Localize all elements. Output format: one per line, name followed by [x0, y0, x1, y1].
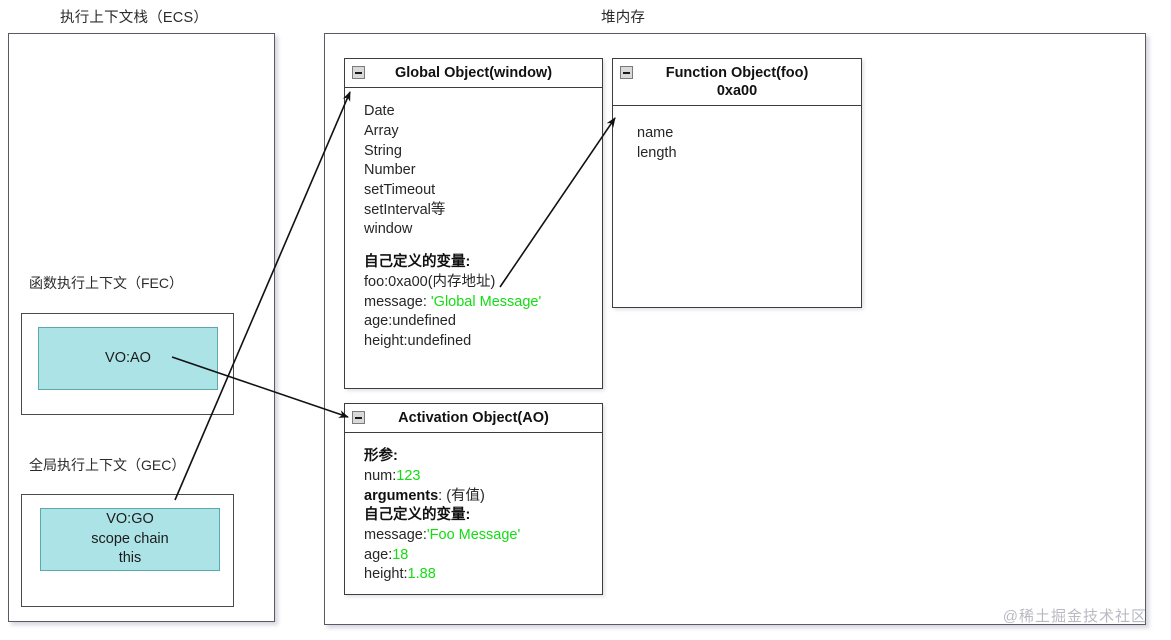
- ao-custom-var-row: age:18: [364, 546, 602, 566]
- global-custom-var-key: height:undefined: [364, 333, 472, 350]
- global-custom-var-row: foo:0xa00(内存地址): [364, 273, 602, 293]
- global-custom-vars-heading: 自己定义的变量:: [364, 254, 471, 271]
- ao-custom-var-row: message:'Foo Message': [364, 526, 602, 546]
- ao-custom-var-value: 1.88: [407, 566, 436, 583]
- global-object-box: Global Object(window) Date Array String …: [344, 58, 603, 389]
- ao-arguments-row: arguments: (有值): [364, 487, 602, 507]
- ao-params-heading: 形参:: [364, 448, 398, 465]
- ao-custom-var-value: 'Foo Message': [426, 527, 521, 543]
- global-object-body: Date Array String Number setTimeout setI…: [345, 88, 602, 352]
- global-custom-var-key: message:: [364, 293, 431, 310]
- function-object-box: Function Object(foo) 0xa00 name length: [612, 58, 862, 308]
- vo-ao-label: VO:AO: [105, 349, 151, 366]
- global-custom-var-key: foo:0xa00(内存地址): [364, 273, 496, 290]
- ao-custom-var-key: age:: [364, 546, 393, 563]
- watermark: @稀土掘金技术社区: [1002, 608, 1147, 625]
- global-builtin-item: window: [364, 221, 413, 238]
- ao-custom-var-key: message:: [364, 527, 427, 543]
- vo-go-label: VO:GO: [106, 511, 154, 528]
- minus-box-icon[interactable]: [620, 66, 633, 79]
- function-object-prop: name: [637, 125, 674, 142]
- ao-param-value: 123: [396, 467, 421, 484]
- function-object-prop: length: [637, 144, 677, 161]
- function-object-title-line1: Function Object(foo): [665, 65, 809, 81]
- global-builtin-item: String: [364, 142, 402, 159]
- global-custom-var-row: age:undefined: [364, 312, 602, 332]
- ao-arguments-label: arguments: [364, 487, 439, 504]
- global-builtin-item: setTimeout: [364, 182, 436, 198]
- function-object-header: Function Object(foo) 0xa00: [613, 59, 861, 107]
- ao-custom-var-value: 18: [392, 546, 409, 563]
- global-custom-var-value: 'Global Message': [430, 293, 542, 310]
- global-builtin-item: Number: [364, 162, 416, 179]
- ao-custom-var-key: height:: [364, 566, 408, 583]
- minus-box-icon[interactable]: [352, 411, 365, 424]
- ao-param-row: num:123: [364, 467, 602, 487]
- ao-custom-vars-heading: 自己定义的变量:: [364, 507, 471, 524]
- global-custom-var-row: height:undefined: [364, 332, 602, 352]
- ao-param-key: num:: [364, 467, 397, 484]
- global-custom-var-row: message: 'Global Message': [364, 293, 602, 313]
- global-builtin-item: setInterval等: [364, 201, 446, 218]
- function-execution-context-label: 函数执行上下文（FEC）: [29, 275, 183, 291]
- minus-box-icon[interactable]: [352, 66, 365, 79]
- function-object-title: Function Object(foo) 0xa00: [666, 64, 809, 100]
- heap-caption: 堆内存: [601, 10, 646, 26]
- ecs-caption: 执行上下文栈（ECS）: [60, 10, 209, 26]
- activation-object-body: 形参: num:123 arguments: (有值) 自己定义的变量: mes…: [345, 433, 602, 585]
- global-object-header: Global Object(window): [345, 59, 602, 89]
- function-object-body: name length: [613, 106, 861, 163]
- global-builtin-item: Date: [364, 103, 395, 120]
- vo-go-box: VO:GO scope chain this: [40, 508, 220, 571]
- vo-go-this-label: this: [118, 550, 142, 567]
- global-custom-var-key: age:undefined: [364, 313, 456, 330]
- global-execution-context-label: 全局执行上下文（GEC）: [29, 457, 186, 473]
- vo-go-scope-chain-label: scope chain: [91, 530, 169, 547]
- activation-object-header: Activation Object(AO): [345, 404, 602, 434]
- spacer: [364, 240, 602, 253]
- activation-object-title: Activation Object(AO): [398, 410, 549, 426]
- global-builtin-item: Array: [364, 122, 399, 139]
- global-object-title: Global Object(window): [394, 65, 553, 81]
- ao-arguments-value: : (有值): [438, 487, 485, 504]
- ao-custom-var-row: height:1.88: [364, 565, 602, 585]
- activation-object-box: Activation Object(AO) 形参: num:123 argume…: [344, 403, 603, 595]
- vo-ao-box: VO:AO: [38, 327, 218, 390]
- function-object-title-line2: 0xa00: [716, 83, 758, 100]
